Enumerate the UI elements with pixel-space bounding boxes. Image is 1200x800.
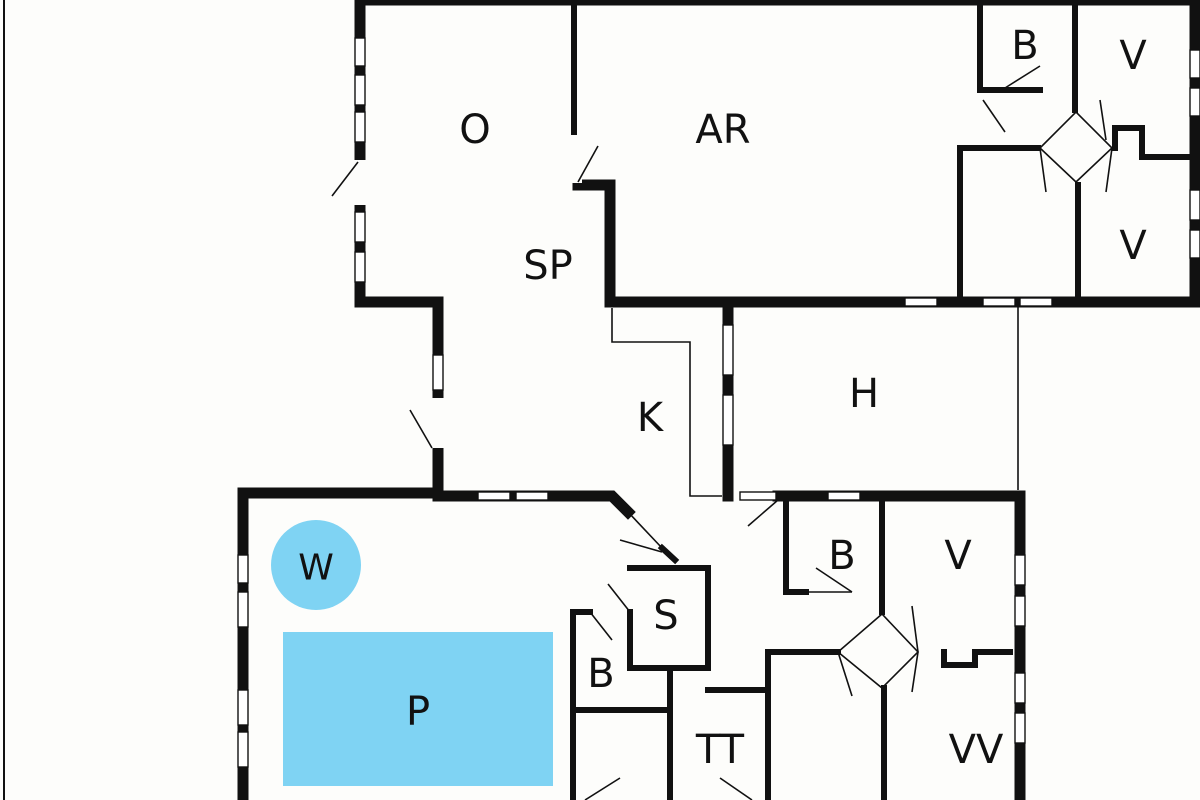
label-living-room: AR: [695, 107, 750, 153]
label-bedroom-mid: V: [944, 533, 972, 579]
windows: [237, 37, 1200, 768]
label-bedroom-bottom: VV: [949, 727, 1004, 773]
label-shower-bath: B: [587, 651, 614, 697]
label-utility: TT: [695, 727, 745, 773]
label-office: O: [459, 107, 490, 153]
label-bedroom-top-1: V: [1119, 33, 1147, 79]
label-pool: P: [406, 689, 430, 735]
label-bathroom-mid: B: [828, 533, 855, 579]
label-hall: H: [849, 371, 879, 417]
doors: [331, 65, 1114, 800]
pool-basin: [283, 632, 553, 786]
label-sauna: S: [653, 593, 678, 639]
kitchen-counter: [611, 308, 722, 497]
label-bedroom-top-2: V: [1119, 223, 1147, 269]
label-bathroom-top: B: [1011, 23, 1038, 69]
label-kitchen: K: [637, 395, 665, 441]
label-dining: SP: [523, 243, 573, 289]
wellness-circle: [271, 520, 361, 610]
label-wellness: W: [298, 548, 334, 589]
walls: [237, 0, 1200, 800]
